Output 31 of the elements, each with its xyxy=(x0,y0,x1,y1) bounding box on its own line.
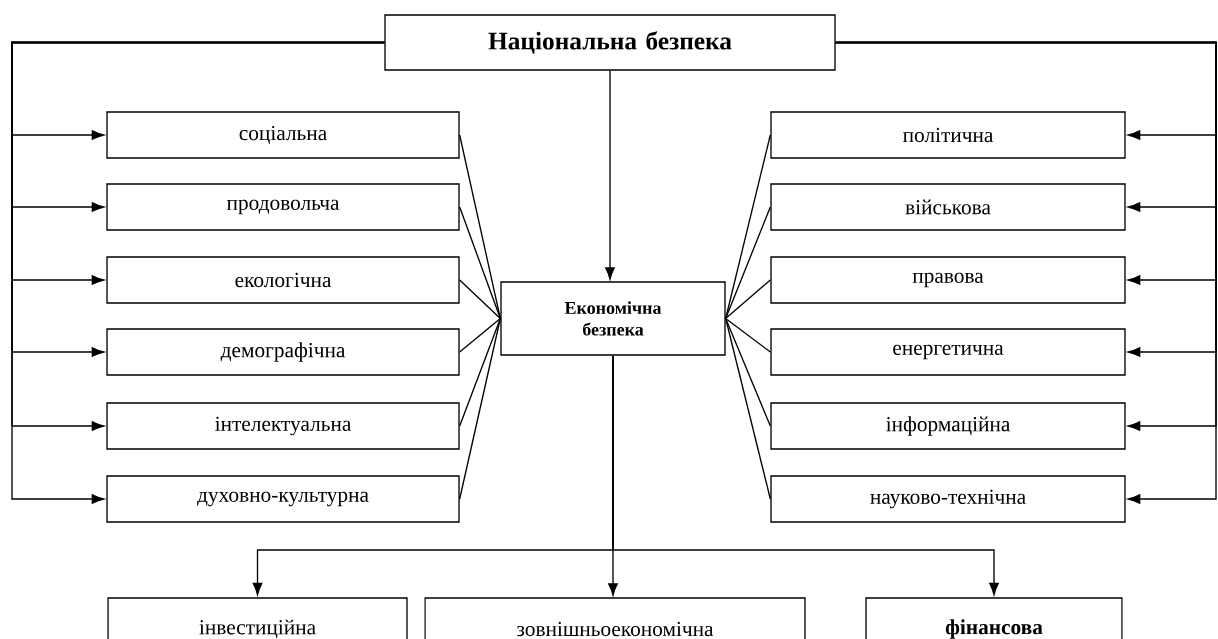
connector xyxy=(725,279,771,320)
connector xyxy=(725,134,771,320)
title-box: Національна безпека xyxy=(384,14,836,71)
category-box: інвестиційна xyxy=(107,597,408,639)
category-box: інтелектуальна xyxy=(106,402,460,450)
connector xyxy=(725,206,771,320)
central-box: Економічна безпека xyxy=(500,281,726,356)
category-box: правова xyxy=(770,256,1126,304)
connector xyxy=(459,279,501,320)
category-box: енергетична xyxy=(770,328,1126,376)
category-box: демографічна xyxy=(106,328,460,376)
category-box: соціальна xyxy=(106,111,460,159)
category-box: інформаційна xyxy=(770,402,1126,450)
connector xyxy=(725,317,771,500)
connector xyxy=(835,41,1217,504)
category-box: екологічна xyxy=(106,256,460,304)
category-box: військова xyxy=(770,183,1126,231)
connector xyxy=(725,317,771,353)
connector xyxy=(459,134,501,320)
connector xyxy=(459,317,501,353)
category-box: науково-технічна xyxy=(770,475,1126,523)
connector xyxy=(459,317,501,500)
category-box: політична xyxy=(770,111,1126,159)
category-box: зовнішньоекономічна xyxy=(424,597,806,639)
category-box: продовольча xyxy=(106,183,460,231)
connector xyxy=(11,41,385,504)
category-box: фінансова xyxy=(865,597,1123,639)
category-box: духовно-культурна xyxy=(106,475,460,523)
connector xyxy=(605,70,615,280)
connector xyxy=(612,355,999,596)
connector xyxy=(459,206,501,320)
